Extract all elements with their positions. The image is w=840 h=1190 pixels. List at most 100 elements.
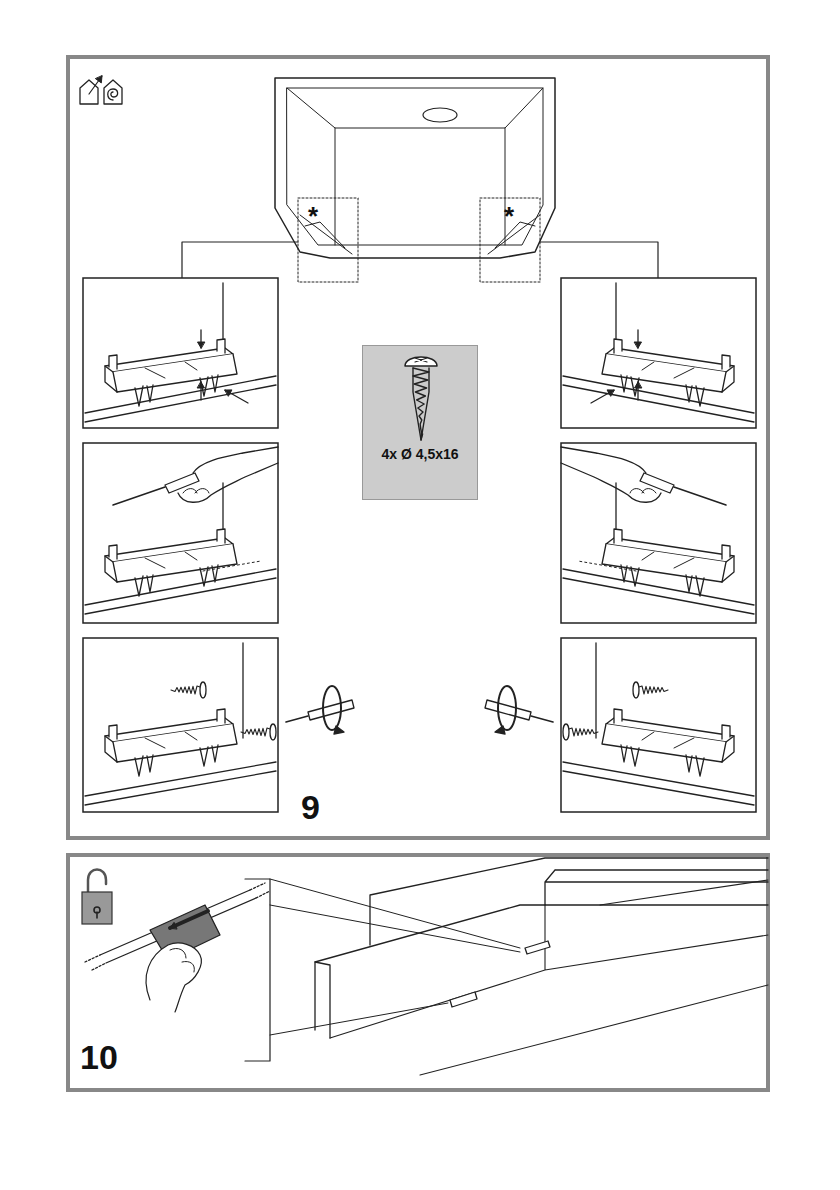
hand [146, 943, 201, 1012]
hood-inner [287, 88, 543, 245]
screw-thread [171, 686, 200, 694]
lock-body [82, 892, 112, 924]
detail-marker: * [308, 203, 318, 229]
cabinet-edge [85, 771, 276, 805]
step-screws [85, 643, 276, 805]
step-screw-hole [85, 447, 278, 614]
step-panel [561, 638, 756, 812]
house-icon [104, 80, 122, 104]
screwdriver-bit [286, 716, 308, 722]
guide-line [578, 561, 636, 571]
step-panel [83, 443, 278, 623]
filter-release [82, 858, 768, 1075]
bracket-tab [722, 355, 730, 369]
screwdriver-handle [165, 473, 199, 493]
bracket-tab [109, 545, 117, 559]
bracket-front [113, 354, 237, 392]
cabinet-edge [563, 578, 754, 614]
arrow-line [170, 911, 208, 928]
bracket-tooth [212, 745, 218, 762]
bracket-tooth [696, 756, 704, 776]
screw [563, 724, 598, 740]
screwdriver-handle [640, 473, 674, 493]
bracket-tooth [135, 386, 143, 406]
mounting-bracket [602, 339, 734, 406]
bracket-tab [614, 339, 622, 353]
guide-line [203, 561, 261, 571]
cabinet-edge [563, 762, 754, 796]
bracket-tooth [621, 745, 627, 762]
finger [630, 489, 656, 494]
arrow-head [170, 922, 177, 928]
mode-icons [80, 76, 122, 104]
bracket-mini [300, 215, 352, 254]
step-clip [85, 283, 276, 422]
cabinet-edge [85, 569, 276, 605]
screw-head [563, 724, 569, 740]
rotation-arrow [323, 686, 341, 730]
step-clip [563, 283, 754, 422]
bracket-end [722, 366, 734, 392]
hand [561, 447, 661, 502]
cabinet-edge [85, 385, 276, 422]
screwdriver-bit [531, 716, 553, 722]
bracket-tab [217, 709, 225, 723]
front-bar [545, 870, 768, 905]
detail-leader [182, 242, 298, 278]
bracket-front [602, 724, 726, 762]
bracket-detail [145, 362, 197, 378]
screw-thread [639, 686, 668, 694]
recirculation-icon [108, 89, 118, 100]
filter-panel [330, 880, 768, 1075]
outlet-hole [423, 108, 457, 122]
bracket-tab [614, 529, 622, 543]
bracket-front [602, 354, 726, 392]
mounting-bracket [105, 339, 237, 406]
bracket-tooth [147, 755, 153, 772]
step-frame [68, 57, 768, 838]
detail-leader [270, 1003, 448, 1035]
lock-shackle [88, 870, 106, 893]
screw-spec-box: 4x Ø 4,5x16 [362, 345, 478, 500]
hood-outline [275, 78, 555, 258]
bracket-end [722, 556, 734, 582]
detail-box [298, 198, 358, 282]
house-icon [80, 80, 98, 104]
detail-leader [270, 879, 520, 948]
bracket-tooth [686, 575, 692, 592]
screwdriver-handle [308, 700, 354, 720]
cabinet-edge [563, 771, 754, 805]
step-screw-hole [561, 447, 754, 614]
screw-head [270, 724, 276, 740]
hood-perspective [287, 88, 543, 245]
arrow-head [225, 390, 232, 396]
arrow-line [591, 390, 614, 403]
bracket-detail [642, 362, 694, 378]
screwdriver-turn [286, 686, 354, 734]
arrow-head [607, 390, 614, 396]
bracket-tab [722, 545, 730, 559]
screw-shank [413, 368, 429, 440]
wall-line [242, 643, 243, 738]
bracket-tooth [621, 565, 627, 582]
bracket-tooth [212, 565, 218, 582]
rotation-head [334, 726, 344, 734]
screw-head [633, 682, 639, 698]
cabinet-edge [85, 578, 276, 614]
arrow-line [89, 76, 102, 94]
screw-drive [415, 358, 427, 362]
unlock-icon [82, 870, 112, 925]
bracket-end [105, 366, 117, 392]
step-number: 9 [301, 790, 320, 824]
wall-line [595, 643, 596, 738]
bracket-tooth [686, 385, 692, 402]
arrow-head [198, 382, 205, 388]
bracket-front [602, 544, 726, 582]
step-panel [561, 278, 756, 428]
detail-bracket [245, 879, 270, 1061]
screwdriver-turn [485, 686, 553, 734]
hood-side [315, 905, 545, 1030]
screw-head [405, 357, 437, 366]
